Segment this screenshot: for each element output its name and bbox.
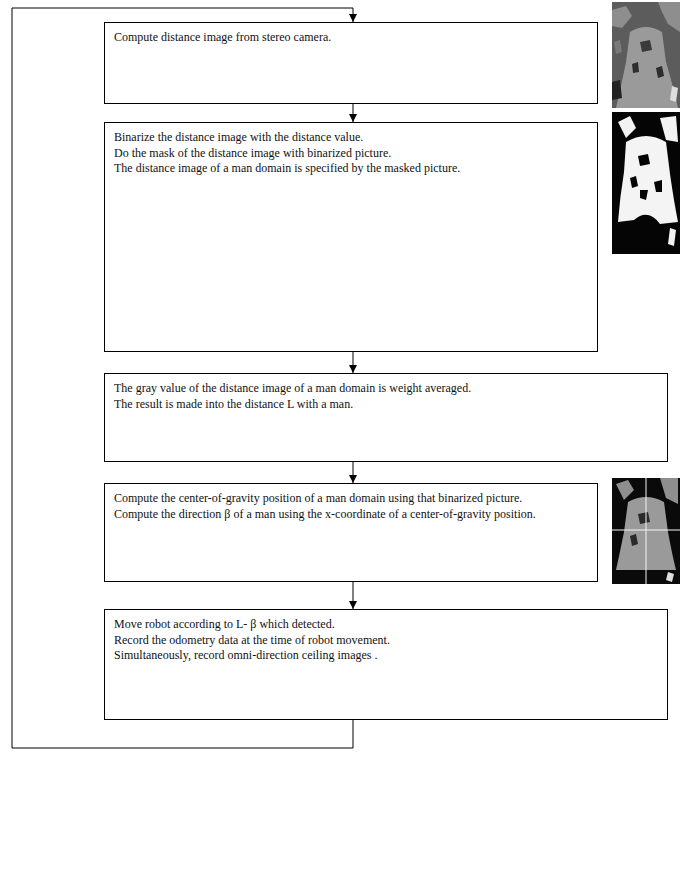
process-box: Compute distance image from stereo camer… (104, 22, 598, 104)
process-box: Binarize the distance image with the dis… (104, 122, 598, 352)
flow-arrow (353, 104, 354, 122)
center-of-gravity-image (612, 478, 680, 584)
step-text: Simultaneously, record omni-direction ce… (114, 648, 658, 664)
distance-image (612, 2, 680, 108)
step-text: Do the mask of the distance image with b… (114, 146, 588, 162)
binarized-image (612, 112, 680, 254)
step-text: Move robot according to L- β which detec… (114, 617, 658, 633)
step-text: The result is made into the distance L w… (114, 397, 658, 413)
process-box: The gray value of the distance image of … (104, 373, 668, 462)
step-text: Compute the direction β of a man using t… (114, 507, 588, 523)
step-text: Record the odometry data at the time of … (114, 633, 658, 649)
step-text: The distance image of a man domain is sp… (114, 161, 588, 177)
step-text: Compute distance image from stereo camer… (114, 30, 588, 46)
step-text: Compute the center-of-gravity position o… (114, 491, 588, 507)
flow-arrow (353, 462, 354, 483)
flow-arrow (353, 352, 354, 373)
step-text: Binarize the distance image with the dis… (114, 130, 588, 146)
process-box: Compute the center-of-gravity position o… (104, 483, 598, 582)
step-text: The gray value of the distance image of … (114, 381, 658, 397)
process-box: Move robot according to L- β which detec… (104, 609, 668, 720)
flow-arrow (353, 582, 354, 609)
